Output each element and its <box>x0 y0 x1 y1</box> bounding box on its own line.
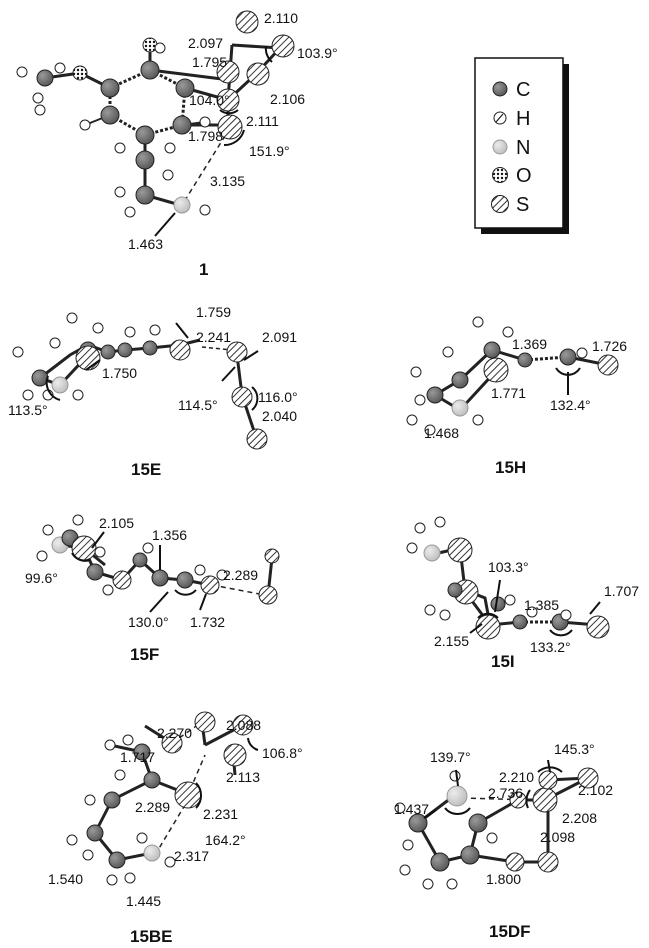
legend: C H N O S <box>474 57 569 234</box>
label-1-8: 151.9° <box>249 143 290 159</box>
label-15e-7: 113.5° <box>8 402 48 418</box>
label-15be-7: 164.2° <box>205 832 246 848</box>
structure-15e-annotations <box>45 322 259 411</box>
label-15be-3: 106.8° <box>262 745 303 761</box>
label-15be-10: 1.445 <box>126 893 161 909</box>
label-15h-0: 1.369 <box>512 336 547 352</box>
label-15e-4: 114.5° <box>178 397 218 413</box>
carbon-atom-icon <box>492 81 508 97</box>
label-15be-6: 2.289 <box>135 799 170 815</box>
oxygen-atom-icon <box>492 167 508 183</box>
label-15e-6: 1.750 <box>102 365 137 381</box>
nitrogen-atom-icon <box>492 139 508 155</box>
structure-15e-labels: 1.759 2.241 2.091 116.0° 114.5° 2.040 1.… <box>8 304 298 479</box>
title-15f: 15F <box>130 645 159 664</box>
label-1-1: 2.097 <box>188 35 223 51</box>
label-15f-3: 2.289 <box>223 567 258 583</box>
label-15e-5: 2.040 <box>262 408 297 424</box>
label-15be-8: 2.317 <box>174 848 209 864</box>
legend-label-c: C <box>516 79 530 101</box>
structure-15h-annotations <box>555 367 581 395</box>
structure-1-annotations <box>154 45 273 237</box>
label-15df-5: 1.437 <box>394 801 429 817</box>
structure-15h-labels: 1.369 1.726 1.771 1.468 132.4° 15H <box>424 336 627 477</box>
structure-15i-annotations <box>469 579 601 637</box>
label-15e-3: 116.0° <box>258 389 298 405</box>
structure-15i-atoms <box>406 516 610 640</box>
label-15df-2: 2.210 <box>499 769 534 785</box>
label-15be-0: 2.270 <box>157 725 192 741</box>
legend-label-s: S <box>516 194 529 216</box>
label-15df-7: 2.098 <box>540 829 575 845</box>
label-15f-4: 130.0° <box>128 614 169 630</box>
label-15e-0: 1.759 <box>196 304 231 320</box>
label-15i-4: 133.2° <box>530 639 571 655</box>
label-15f-2: 99.6° <box>25 570 58 586</box>
structure-15be-annotations <box>195 737 259 809</box>
label-15e-1: 2.241 <box>196 329 231 345</box>
label-15h-1: 1.726 <box>592 338 627 354</box>
label-1-10: 1.463 <box>128 236 163 252</box>
structure-15df-annotations <box>423 759 563 819</box>
label-15df-0: 139.7° <box>430 749 471 765</box>
label-15df-8: 1.800 <box>486 871 521 887</box>
label-15df-6: 2.208 <box>562 810 597 826</box>
label-15be-4: 2.113 <box>226 769 260 785</box>
label-1-0: 2.110 <box>264 10 298 26</box>
label-15f-1: 1.356 <box>152 527 187 543</box>
structure-15h-atoms <box>406 316 619 436</box>
label-15i-3: 2.155 <box>434 633 469 649</box>
structure-15f-labels: 2.105 1.356 99.6° 2.289 130.0° 1.732 15F <box>25 515 258 664</box>
legend-label-h: H <box>516 108 530 130</box>
title-15h: 15H <box>495 458 526 477</box>
label-1-5: 104.0° <box>189 92 230 108</box>
label-1-2: 103.9° <box>297 45 338 61</box>
label-1-6: 2.111 <box>246 113 279 129</box>
label-1-9: 3.135 <box>210 173 245 189</box>
label-15be-2: 1.717 <box>120 749 155 765</box>
sulfur-atom-icon <box>491 195 509 213</box>
legend-box <box>474 57 564 229</box>
label-1-3: 1.795 <box>192 54 227 70</box>
legend-label-n: N <box>516 137 530 159</box>
label-15df-1: 145.3° <box>554 741 595 757</box>
label-15h-2: 1.771 <box>491 385 526 401</box>
title-15e: 15E <box>131 460 161 479</box>
label-15i-1: 1.385 <box>524 597 559 613</box>
title-1: 1 <box>199 260 208 279</box>
structure-15i-labels: 103.3° 1.385 1.707 2.155 133.2° 15I <box>434 559 639 671</box>
structure-15df-atoms <box>394 767 599 890</box>
title-15df: 15DF <box>489 922 531 941</box>
label-15df-3: 2.102 <box>578 782 613 798</box>
structure-15be-atoms <box>66 711 254 886</box>
label-1-7: 1.798 <box>188 128 223 144</box>
title-15i: 15I <box>491 652 515 671</box>
label-15h-4: 132.4° <box>550 397 591 413</box>
label-15be-5: 2.231 <box>203 806 238 822</box>
label-15f-0: 2.105 <box>99 515 134 531</box>
label-15be-1: 2.088 <box>226 717 261 733</box>
structure-15f-annotations <box>71 531 207 613</box>
title-15be: 15BE <box>130 927 173 946</box>
label-15e-2: 2.091 <box>262 329 297 345</box>
label-15i-2: 1.707 <box>604 583 639 599</box>
label-15i-0: 103.3° <box>488 559 529 575</box>
structure-15be-labels: 2.270 2.088 1.717 106.8° 2.113 2.231 2.2… <box>48 717 303 946</box>
structure-1-labels: 2.110 2.097 103.9° 1.795 2.106 104.0° 2.… <box>128 10 338 279</box>
label-15h-3: 1.468 <box>424 425 459 441</box>
legend-label-o: O <box>516 165 532 187</box>
structure-1-atoms <box>16 10 295 218</box>
label-15be-9: 1.540 <box>48 871 83 887</box>
label-15f-5: 1.732 <box>190 614 225 630</box>
label-1-4: 2.106 <box>270 91 305 107</box>
structure-15df-labels: 139.7° 145.3° 2.210 2.102 2.736 1.437 2.… <box>394 741 613 941</box>
structure-15f-atoms <box>36 514 280 605</box>
label-15df-4: 2.736 <box>488 785 523 801</box>
